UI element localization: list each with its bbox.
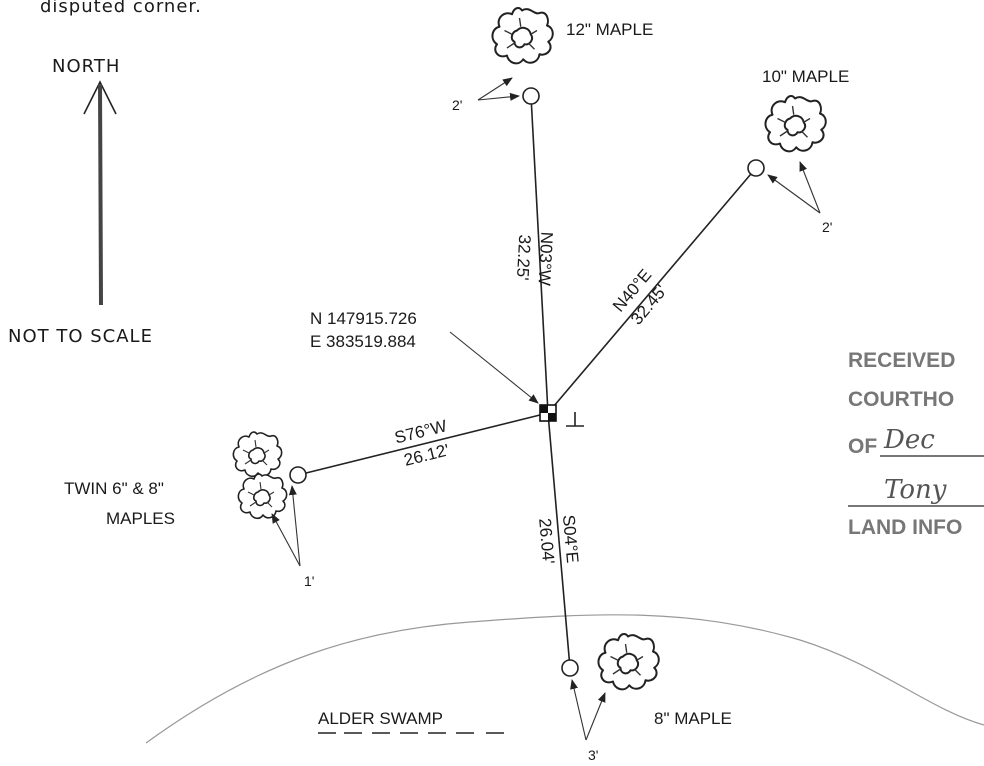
north-label: NORTH: [52, 56, 120, 77]
stamp-line4: LAND INFO: [848, 516, 962, 539]
stamp-line1: RECEIVED: [848, 349, 955, 372]
tie-line-south: [547, 412, 571, 669]
north-bearing: N03°W: [535, 231, 557, 286]
maple-north-icon: [491, 7, 554, 65]
tree-south-offset: 3': [588, 747, 598, 763]
north-distance: 32.25': [513, 234, 534, 281]
corner-monument-symbol: [539, 404, 584, 427]
recording-stamp: RECEIVED COURTHO OF Dec Tony LAND INFO: [848, 349, 984, 539]
tie-line-northeast: [547, 167, 757, 414]
witness-point-northeast: [747, 159, 765, 177]
northeast-bearing-group: N40°E 32.45': [609, 266, 671, 329]
maple-west-lower-icon: [237, 473, 288, 520]
corner-northing: N 147915.726: [310, 309, 417, 328]
maple-south-icon: [597, 633, 660, 691]
maple-northeast-icon: [764, 95, 827, 153]
stamp-line2: COURTHO: [848, 388, 954, 411]
tree-north: 12" MAPLE 2': [452, 7, 653, 113]
tree-west: TWIN 6" & 8" MAPLES 1': [64, 431, 314, 589]
south-distance: 26.04': [535, 517, 558, 564]
tree-northeast: 10" MAPLE 2': [747, 67, 849, 235]
stamp-signature-name: Tony: [884, 475, 947, 505]
tree-north-offset: 2': [452, 97, 462, 113]
witness-point-west: [289, 466, 307, 484]
header-fragment: disputed corner.: [40, 0, 202, 17]
tree-northeast-offset: 2': [822, 219, 832, 235]
tree-west-label-line1: TWIN 6" & 8": [64, 479, 164, 498]
tree-west-label-line2: MAPLES: [106, 509, 175, 528]
stamp-line3-prefix: OF: [848, 435, 877, 458]
tree-north-label: 12" MAPLE: [566, 20, 653, 39]
corner-easting: E 383519.884: [310, 332, 416, 351]
maple-west-upper-icon: [232, 431, 283, 478]
swamp-edge: [145, 614, 984, 744]
stamp-signature-date: Dec: [883, 425, 935, 455]
north-arrow: NORTH: [52, 56, 120, 306]
tie-line-west: [297, 412, 549, 476]
tree-south: 8" MAPLE 3': [561, 633, 732, 763]
tie-line-north: [530, 95, 549, 414]
scale-note: NOT TO SCALE: [8, 326, 153, 347]
south-bearing-group: S04°E 26.04': [535, 514, 582, 565]
north-bearing-group: N03°W 32.25': [513, 231, 557, 286]
tree-northeast-label: 10" MAPLE: [762, 67, 849, 86]
south-bearing: S04°E: [559, 514, 582, 564]
tree-west-offset: 1': [304, 573, 314, 589]
swamp-label: ALDER SWAMP: [318, 709, 443, 728]
witness-point-north: [522, 87, 540, 105]
west-distance: 26.12': [402, 440, 451, 470]
witness-point-south: [561, 659, 579, 677]
tree-south-label: 8" MAPLE: [654, 709, 732, 728]
corner-leader: [449, 331, 539, 404]
